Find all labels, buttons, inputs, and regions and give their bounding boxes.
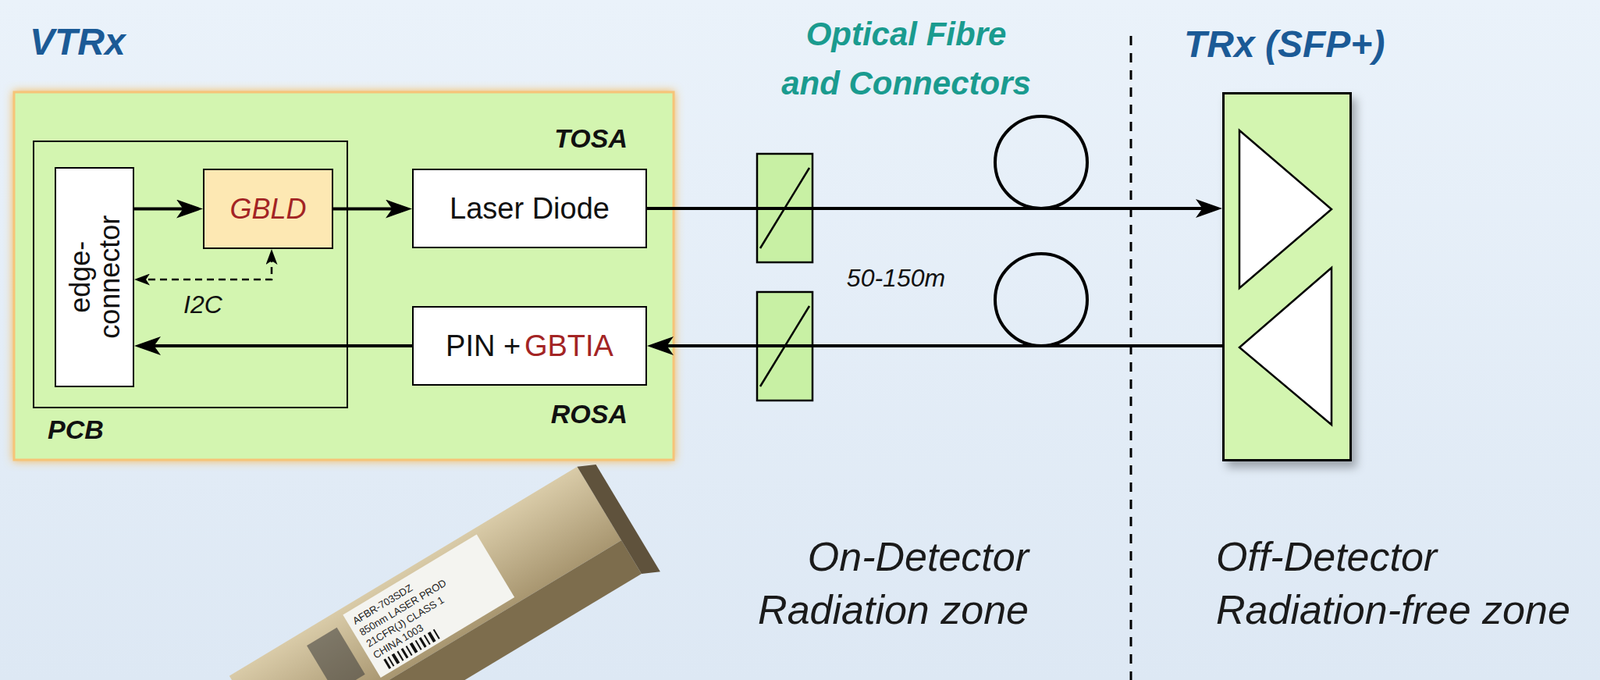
sfp-module-picture bbox=[229, 457, 661, 680]
transceiver-box: TRx (SFP+) bbox=[1222, 92, 1352, 462]
transmitter-amplifier-symbol bbox=[1239, 267, 1332, 425]
assembly-label: ROSA bbox=[551, 400, 628, 427]
assembly-label: TOSA bbox=[554, 124, 628, 152]
fibre-coil bbox=[995, 253, 1088, 346]
node-text: GBLD bbox=[229, 192, 306, 226]
node-heading: PCB bbox=[47, 416, 104, 443]
vtrx-panel bbox=[14, 92, 674, 460]
zone-divider bbox=[1130, 35, 1133, 680]
trx-fill bbox=[1222, 92, 1352, 462]
control-bus-line bbox=[140, 255, 272, 280]
fibre-coil bbox=[995, 116, 1088, 209]
signal-line bbox=[653, 344, 1223, 348]
node-text: edge- connector bbox=[64, 209, 125, 346]
node-text: GBTIA bbox=[524, 329, 614, 363]
chip-box: GBLD bbox=[202, 168, 334, 249]
signal-line bbox=[647, 206, 1216, 210]
bus-label: I2C bbox=[183, 290, 223, 320]
module-top bbox=[229, 466, 622, 680]
module-sticker bbox=[342, 534, 515, 679]
receiver-amplifier-symbol bbox=[1239, 130, 1332, 288]
node-heading: TRx (SFP+) bbox=[1184, 25, 1385, 64]
length-dimension: 50-150m bbox=[846, 263, 946, 293]
node-text: Laser Diode bbox=[449, 192, 610, 226]
node-text: PIN + bbox=[445, 329, 521, 363]
node-heading: VTRx bbox=[29, 23, 126, 61]
component-box: PIN +GBTIA bbox=[412, 305, 648, 386]
zone-label: On-Detector Radiation zone bbox=[622, 530, 1029, 637]
pcb-box: PCBedge- connectorGBLD bbox=[32, 140, 349, 409]
component-box: Laser Diode bbox=[412, 168, 648, 249]
connector-box: edge- connector bbox=[54, 167, 135, 388]
signal-line bbox=[333, 207, 406, 211]
signal-line bbox=[134, 207, 197, 211]
module-end bbox=[577, 457, 661, 580]
zone-label: Off-Detector Radiation-free zone bbox=[1216, 530, 1591, 637]
signal-line bbox=[140, 344, 413, 348]
section-title: Optical Fibre and Connectors bbox=[734, 9, 1078, 108]
